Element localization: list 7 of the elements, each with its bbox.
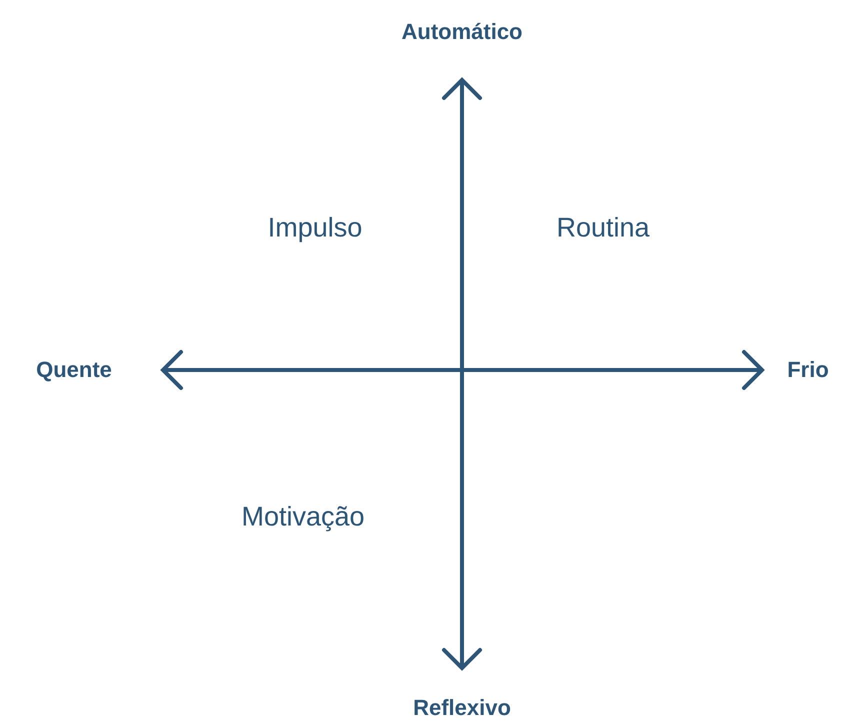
axis-label: Frio — [787, 357, 829, 383]
quadrant-label: Motivação — [241, 502, 365, 532]
quadrant-label: Impulso — [268, 212, 362, 244]
axis-label: Reflexivo — [413, 695, 511, 721]
axis-label: Quente — [36, 357, 112, 383]
axis-label: Automático — [402, 19, 522, 45]
quadrant-label: Routina — [556, 212, 650, 244]
